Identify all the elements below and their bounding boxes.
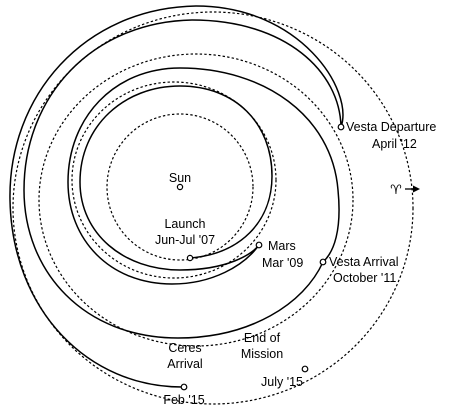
launch-label-line2: Jun-Jul '07 [155, 233, 215, 247]
mars-label-line1: Mars [268, 239, 296, 253]
end-of-mission-label-line1: End of [244, 331, 281, 345]
ceres-arrival-label-line1: Ceres [168, 341, 201, 355]
mars-orbit [71, 81, 277, 279]
arrow-right-icon [405, 185, 420, 193]
ceres-arrival-marker [180, 383, 188, 391]
sun-label: Sun [169, 171, 191, 185]
event-markers [176, 123, 345, 391]
vesta-departure-marker [337, 123, 345, 131]
mars-label-line2: Mar '09 [262, 256, 303, 270]
vesta-arrival-marker [319, 258, 327, 266]
sun-marker [176, 183, 184, 191]
vesta-arrival-label-line2: October '11 [333, 271, 396, 285]
end-of-mission-marker [301, 365, 309, 373]
ceres-arrival-label-line2: Arrival [167, 357, 202, 371]
vesta-departure-label-line2: April '12 [372, 137, 417, 151]
ceres-arrival-label-line3: Feb '15 [163, 393, 204, 407]
vesta-orbit [38, 53, 354, 347]
spacecraft-trajectory [9, 5, 344, 388]
diagram-labels: Sun Launch Jun-Jul '07 Mars Mar '09 Vest… [155, 120, 436, 407]
aries-symbol-icon: ♈ [390, 182, 402, 197]
launch-label-line1: Launch [164, 217, 205, 231]
earth-orbit [106, 113, 254, 261]
planet-orbits [12, 11, 414, 405]
end-of-mission-label-line2: Mission [241, 347, 283, 361]
end-of-mission-label-line3: July '15 [261, 375, 303, 389]
vesta-arrival-label-line1: Vesta Arrival [329, 255, 398, 269]
ceres-orbit [12, 11, 414, 405]
trajectory-path [9, 5, 344, 388]
vernal-equinox-indicator: ♈ [390, 182, 420, 197]
vesta-departure-label-line1: Vesta Departure [346, 120, 436, 134]
launch-marker [186, 254, 194, 262]
mars-marker [255, 241, 263, 249]
